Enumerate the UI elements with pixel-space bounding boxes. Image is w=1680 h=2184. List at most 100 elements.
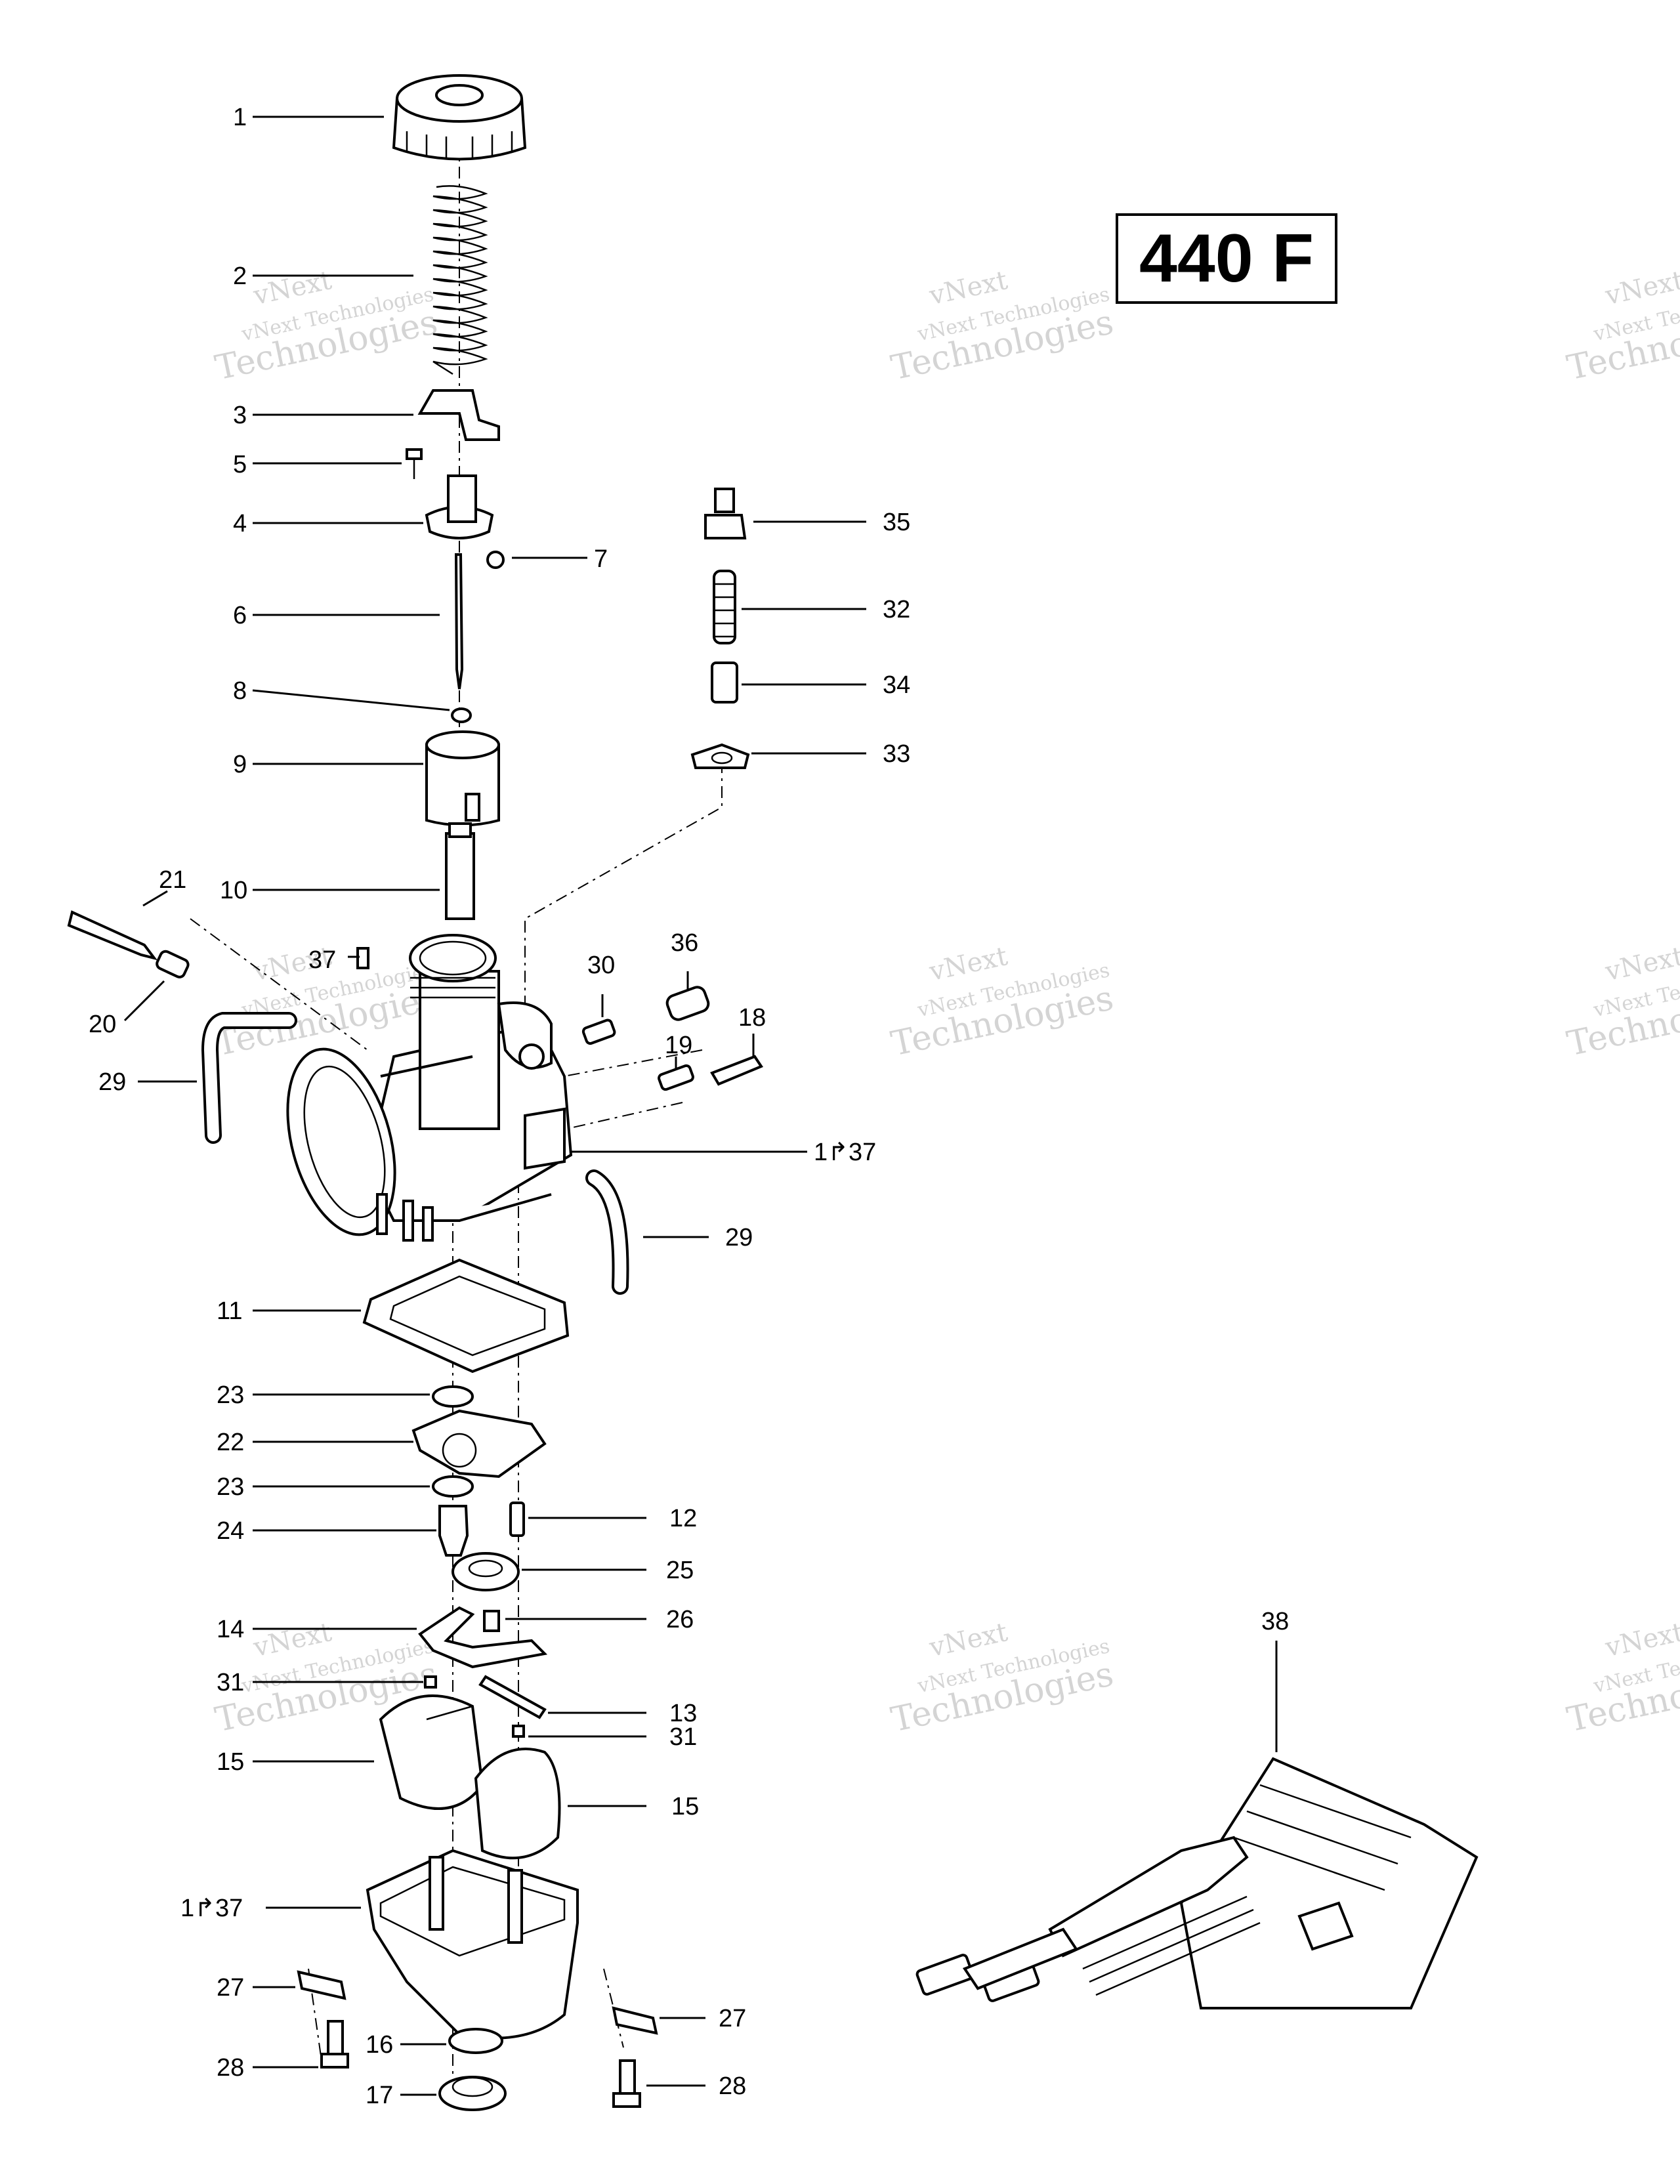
part-1-top-cap bbox=[392, 74, 527, 161]
part-17-drain-plug bbox=[438, 2076, 507, 2111]
carburetor-body bbox=[286, 934, 573, 1242]
part-34-plunger bbox=[711, 662, 738, 704]
watermark-text: vNext bbox=[926, 941, 1010, 987]
part-29-vent-hose bbox=[585, 1169, 629, 1295]
part-27-clip bbox=[612, 2006, 658, 2035]
callout-13: 13 bbox=[669, 1700, 697, 1727]
part-30-pilot-screw bbox=[581, 1018, 616, 1045]
callout-1-37: 1↱37 bbox=[814, 1139, 876, 1166]
callout-16: 16 bbox=[366, 2031, 393, 2059]
callout-14: 14 bbox=[217, 1616, 244, 1643]
watermark-text: vNext bbox=[1602, 1617, 1680, 1663]
part-31-clip bbox=[512, 1725, 525, 1738]
callout-19: 19 bbox=[665, 1032, 692, 1059]
part-18-air-screw bbox=[710, 1055, 764, 1086]
part-19-spring bbox=[658, 1064, 694, 1091]
callout-15: 15 bbox=[671, 1793, 699, 1820]
callout-30: 30 bbox=[587, 952, 615, 979]
callout-23: 23 bbox=[217, 1381, 244, 1409]
part-32-spring bbox=[713, 570, 736, 644]
callout-17: 17 bbox=[366, 2082, 393, 2109]
part-35-adjuster-screw bbox=[704, 488, 747, 539]
callout-15: 15 bbox=[217, 1748, 244, 1776]
callout-31: 31 bbox=[217, 1669, 244, 1696]
callout-4: 4 bbox=[233, 510, 247, 537]
part-21-idle-screw bbox=[67, 910, 158, 961]
part-38-carburetor-tool-kit bbox=[915, 1757, 1479, 2009]
callout-25: 25 bbox=[666, 1557, 694, 1584]
watermark-text: vNext bbox=[1602, 941, 1680, 987]
part-23-o-ring bbox=[432, 1385, 474, 1408]
callout-21: 21 bbox=[159, 866, 186, 894]
part-11-gasket bbox=[362, 1258, 570, 1374]
part-10-needle-jet bbox=[445, 822, 475, 920]
callout-34: 34 bbox=[883, 671, 910, 699]
part-20-spring bbox=[156, 950, 190, 978]
part-23-o-ring bbox=[432, 1475, 474, 1498]
callout-36: 36 bbox=[671, 929, 698, 957]
part-15-float bbox=[379, 1694, 484, 1810]
part-4-needle-holder bbox=[425, 474, 494, 539]
callout-33: 33 bbox=[883, 740, 910, 768]
callout-18: 18 bbox=[738, 1004, 766, 1032]
callout-5: 5 bbox=[233, 451, 247, 478]
callout-23: 23 bbox=[217, 1473, 244, 1501]
callout-35: 35 bbox=[883, 509, 910, 536]
part-6-needle bbox=[454, 553, 464, 690]
float-bowl bbox=[366, 1849, 579, 2040]
part-9-throttle-slide bbox=[425, 730, 500, 827]
part-12-pilot-jet bbox=[509, 1502, 525, 1537]
callout-8: 8 bbox=[233, 677, 247, 705]
callout-29: 29 bbox=[725, 1224, 753, 1251]
callout-11: 11 bbox=[217, 1297, 242, 1325]
part-28-screw bbox=[320, 2020, 349, 2068]
part-36-cap bbox=[665, 986, 710, 1021]
callout-28: 28 bbox=[217, 2054, 244, 2082]
part-27-clip bbox=[297, 1970, 346, 2000]
part-13-float-pin bbox=[478, 1675, 547, 1719]
callout-28: 28 bbox=[719, 2072, 746, 2100]
watermark-text: vNext bbox=[926, 265, 1010, 311]
callout-27: 27 bbox=[719, 2005, 746, 2032]
callout-24: 24 bbox=[217, 1517, 244, 1545]
part-2-spring bbox=[432, 185, 488, 375]
callout-22: 22 bbox=[217, 1429, 244, 1456]
callout-31: 31 bbox=[669, 1723, 697, 1751]
part-33-plate bbox=[690, 743, 750, 769]
part-7-clip bbox=[486, 551, 505, 569]
callout-1-37: 1↱37 bbox=[180, 1895, 243, 1922]
callout-1: 1 bbox=[233, 104, 247, 131]
part-24-needle-valve bbox=[438, 1505, 469, 1557]
part-25-main-jet-holder bbox=[452, 1552, 520, 1591]
part-14-float-arm bbox=[418, 1606, 548, 1669]
callout-32: 32 bbox=[883, 596, 910, 623]
callout-38: 38 bbox=[1261, 1608, 1289, 1635]
part-37-small-fitting bbox=[356, 947, 369, 969]
callout-2: 2 bbox=[233, 262, 247, 290]
part-28-screw bbox=[612, 2059, 641, 2108]
callout-29: 29 bbox=[98, 1068, 126, 1096]
watermark-text: vNext bbox=[926, 1617, 1010, 1663]
leader-lines bbox=[123, 116, 1278, 2096]
callout-3: 3 bbox=[233, 402, 247, 429]
watermark-text: vNext bbox=[250, 265, 334, 311]
part-31-clip bbox=[424, 1675, 437, 1689]
part-8-washer bbox=[451, 707, 472, 723]
part-3-bracket bbox=[417, 389, 500, 441]
callout-10: 10 bbox=[220, 877, 247, 904]
callout-37: 37 bbox=[308, 946, 336, 974]
callout-26: 26 bbox=[666, 1606, 694, 1633]
callout-6: 6 bbox=[233, 602, 247, 629]
callout-labels: 1 2 3 5 4 7 6 8 9 10 35 32 34 33 21 20 2… bbox=[89, 104, 1289, 2109]
part-29-vent-hose bbox=[201, 1012, 297, 1144]
watermark-text: vNext bbox=[250, 1617, 334, 1663]
part-5-screw bbox=[406, 448, 423, 479]
model-label: 440 F bbox=[1139, 220, 1314, 297]
part-22-plate bbox=[411, 1409, 547, 1479]
callout-9: 9 bbox=[233, 751, 247, 778]
part-15-float bbox=[474, 1748, 561, 1860]
callout-20: 20 bbox=[89, 1011, 116, 1038]
part-16-o-ring bbox=[448, 2028, 503, 2054]
callout-27: 27 bbox=[217, 1974, 244, 2002]
